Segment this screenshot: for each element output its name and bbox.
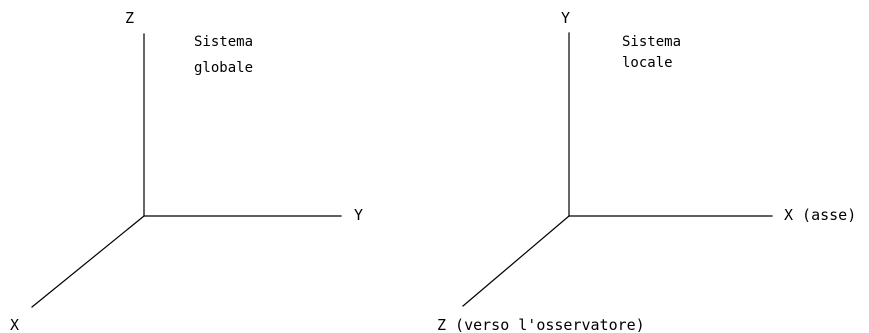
local-z-axis-label: Z (verso l'osservatore) [437, 316, 645, 333]
global-y-axis-label: Y [354, 206, 363, 224]
local-x-axis-label: X (asse) [784, 206, 856, 224]
local-z-axis-line [462, 215, 570, 307]
global-system-title-line2: globale [194, 60, 253, 76]
local-coordinate-system: Y X (asse) Z (verso l'osservatore) Siste… [437, 9, 856, 333]
global-z-axis-label: Z [125, 9, 134, 27]
global-system-title-line1: Sistema [194, 34, 253, 50]
local-system-title-line1: Sistema [622, 34, 681, 50]
global-x-axis-label: X [10, 316, 19, 333]
local-y-axis-label: Y [561, 9, 570, 27]
global-x-axis-line [31, 215, 145, 308]
global-coordinate-system: Z Y X Sistema globale [10, 9, 363, 333]
local-system-title-line2: locale [622, 55, 673, 71]
